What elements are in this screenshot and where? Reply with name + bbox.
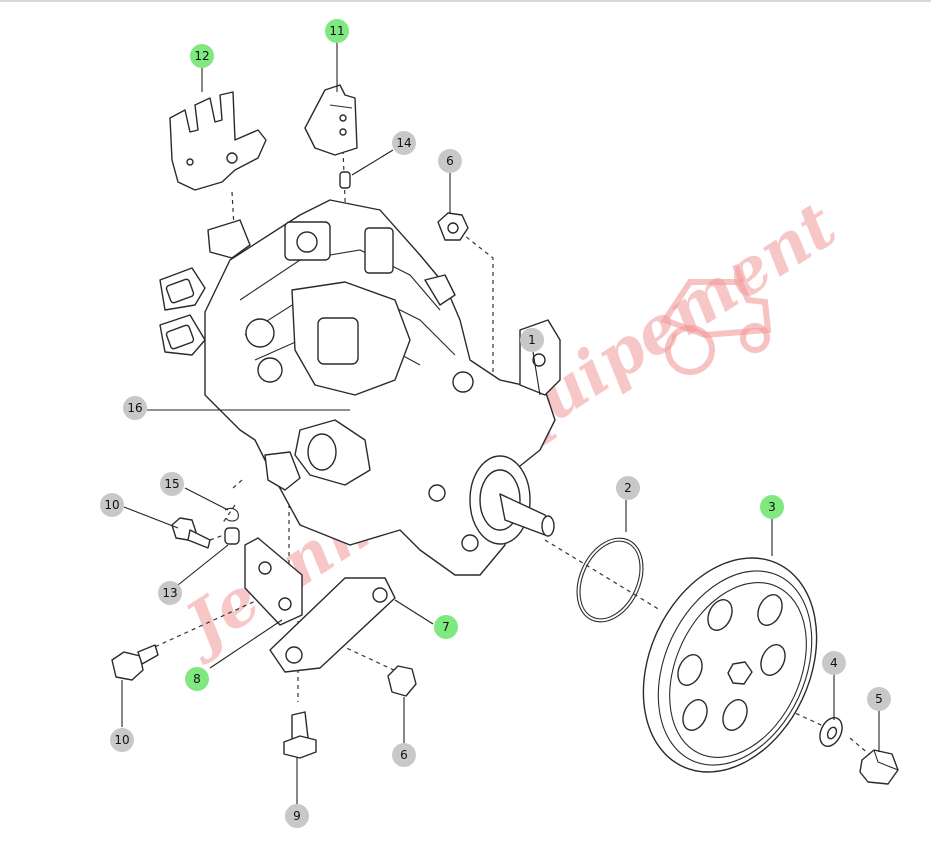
svg-text:15: 15 — [164, 477, 179, 491]
callout-16[interactable]: 16 — [123, 396, 147, 420]
callout-7[interactable]: 7 — [434, 615, 458, 639]
nut-part-5 — [859, 749, 899, 785]
svg-text:7: 7 — [442, 620, 450, 634]
bracket-part-11 — [304, 84, 358, 156]
callout-4[interactable]: 4 — [822, 651, 846, 675]
injection-pump-body — [204, 199, 561, 576]
callout-6-top[interactable]: 6 — [438, 149, 462, 173]
svg-text:4: 4 — [830, 656, 838, 670]
plate-part-7 — [269, 577, 396, 673]
part-13 — [224, 527, 240, 545]
svg-text:13: 13 — [162, 586, 177, 600]
callout-12[interactable]: 12 — [190, 44, 214, 68]
pin-part-14 — [339, 171, 351, 189]
tractor-logo — [660, 263, 772, 375]
callout-2[interactable]: 2 — [616, 476, 640, 500]
svg-text:6: 6 — [446, 154, 454, 168]
o-ring-part-2 — [576, 537, 644, 623]
svg-text:6: 6 — [400, 748, 408, 762]
callout-15[interactable]: 15 — [160, 472, 184, 496]
svg-text:2: 2 — [624, 481, 632, 495]
svg-text:5: 5 — [875, 692, 883, 706]
top-border-line — [0, 0, 931, 2]
callout-8[interactable]: 8 — [185, 667, 209, 691]
svg-text:16: 16 — [127, 401, 142, 415]
callout-11[interactable]: 11 — [325, 19, 349, 43]
nut-part-6-bottom — [387, 665, 417, 697]
svg-text:9: 9 — [293, 809, 301, 823]
svg-text:3: 3 — [768, 500, 776, 514]
callout-9[interactable]: 9 — [285, 804, 309, 828]
svg-text:10: 10 — [114, 733, 129, 747]
callout-6-bottom[interactable]: 6 — [392, 743, 416, 767]
svg-text:12: 12 — [194, 49, 209, 63]
drive-gear-part-3 — [642, 557, 818, 773]
pump-fittings — [159, 219, 456, 356]
svg-text:1: 1 — [528, 333, 536, 347]
callout-10-top[interactable]: 10 — [100, 493, 124, 517]
nut-part-6-top — [437, 212, 469, 241]
bolt-part-10-top — [171, 517, 211, 549]
svg-text:14: 14 — [396, 136, 411, 150]
callout-5[interactable]: 5 — [867, 687, 891, 711]
bracket-part-8 — [244, 537, 303, 626]
bracket-part-12 — [169, 91, 267, 191]
callout-3[interactable]: 3 — [760, 495, 784, 519]
fitting-part-9 — [283, 711, 317, 759]
clip-part-15 — [224, 507, 239, 522]
callouts: 1 2 3 4 5 6 6 7 8 9 10 10 11 12 13 14 15… — [100, 19, 891, 828]
svg-text:10: 10 — [104, 498, 119, 512]
callout-leaders — [121, 42, 880, 804]
callout-14[interactable]: 14 — [392, 131, 416, 155]
bolt-part-10-bottom — [111, 644, 159, 681]
washer-part-4 — [819, 717, 843, 747]
callout-1[interactable]: 1 — [520, 328, 544, 352]
svg-text:11: 11 — [329, 24, 344, 38]
callout-10-bottom[interactable]: 10 — [110, 728, 134, 752]
callout-13[interactable]: 13 — [158, 581, 182, 605]
svg-text:8: 8 — [193, 672, 201, 686]
